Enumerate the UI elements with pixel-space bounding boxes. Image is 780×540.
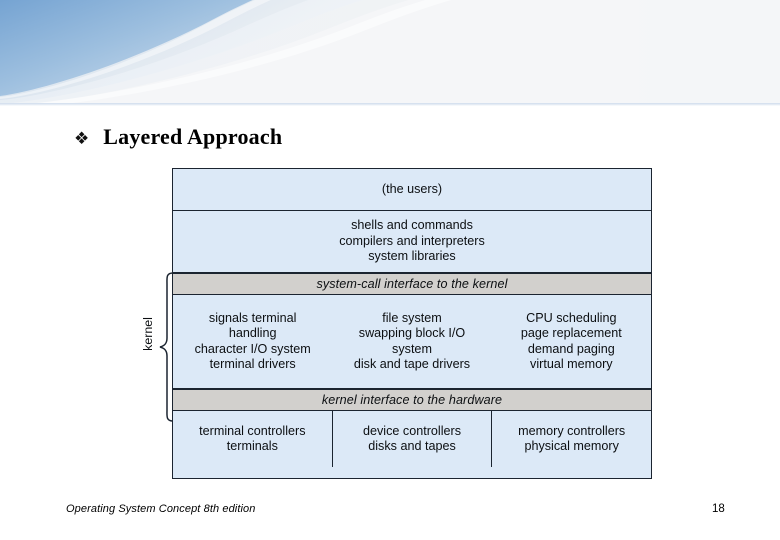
cell-line: handling xyxy=(228,326,277,341)
diagram-cell-kernel-memory: CPU scheduling page replacement demand p… xyxy=(492,295,651,388)
diagram-row-users: (the users) xyxy=(173,169,651,211)
cell-line: compilers and interpreters xyxy=(339,233,485,248)
cell-line: terminals xyxy=(226,439,278,453)
diagram-row-hardware: terminal controllers terminals device co… xyxy=(173,411,651,467)
cell-line: disk and tape drivers xyxy=(353,356,471,371)
header-baseline-divider xyxy=(0,103,780,106)
slide-footer-text: Operating System Concept 8th edition xyxy=(66,503,256,515)
cell-line: swapping block I/O xyxy=(358,326,466,341)
kernel-bracket-label: kernel xyxy=(141,317,155,351)
layered-os-architecture-diagram: (the users) shells and commands compiler… xyxy=(172,168,652,479)
diagram-band-syscall-interface: system-call interface to the kernel xyxy=(173,273,651,295)
diagram-row-kernel-internals: signals terminal handling character I/O … xyxy=(173,295,651,389)
cell-line: system xyxy=(392,341,432,356)
cell-line: demand paging xyxy=(527,341,615,356)
diagram-row-shells: shells and commands compilers and interp… xyxy=(173,211,651,273)
diagram-cell-kernel-io: signals terminal handling character I/O … xyxy=(173,295,332,388)
curly-brace-icon xyxy=(159,272,174,422)
cell-line: CPU scheduling xyxy=(526,310,617,325)
cell-line: virtual memory xyxy=(530,356,613,371)
cell-line: (the users) xyxy=(381,181,443,196)
page-title-text: Layered Approach xyxy=(103,124,283,149)
slide-header-banner xyxy=(0,0,780,106)
hardware-interface-label: kernel interface to the hardware xyxy=(321,393,503,407)
page-title: ❖ Layered Approach xyxy=(74,124,282,150)
diamond-bullet-icon: ❖ xyxy=(74,128,90,148)
diagram-cell-terminal-controllers: terminal controllers terminals xyxy=(173,411,333,467)
diagram-cell-kernel-filesystem: file system swapping block I/O system di… xyxy=(332,295,491,388)
cell-line: disks and tapes xyxy=(368,439,456,453)
slide-page-number: 18 xyxy=(712,503,725,515)
diagram-cell-memory-controllers: memory controllers physical memory xyxy=(492,411,651,467)
cell-line: system libraries xyxy=(368,249,456,264)
cell-line: character I/O system xyxy=(194,341,311,356)
cell-line: terminal drivers xyxy=(209,356,296,371)
header-swoosh-graphic xyxy=(0,0,780,106)
cell-line: signals terminal xyxy=(208,310,297,325)
cell-line: physical memory xyxy=(524,439,619,453)
cell-line: shells and commands xyxy=(351,218,473,233)
cell-line: file system xyxy=(382,310,442,325)
diagram-cell-shells: shells and commands compilers and interp… xyxy=(173,211,651,272)
syscall-interface-label: system-call interface to the kernel xyxy=(316,277,508,291)
diagram-band-hardware-interface: kernel interface to the hardware xyxy=(173,389,651,411)
cell-line: page replacement xyxy=(520,326,622,341)
kernel-bracket-group: kernel xyxy=(133,272,175,422)
diagram-cell-device-controllers: device controllers disks and tapes xyxy=(333,411,493,467)
cell-line: terminal controllers xyxy=(199,423,306,438)
cell-line: memory controllers xyxy=(518,423,626,438)
cell-line: device controllers xyxy=(363,423,461,438)
diagram-cell-users: (the users) xyxy=(173,169,651,210)
